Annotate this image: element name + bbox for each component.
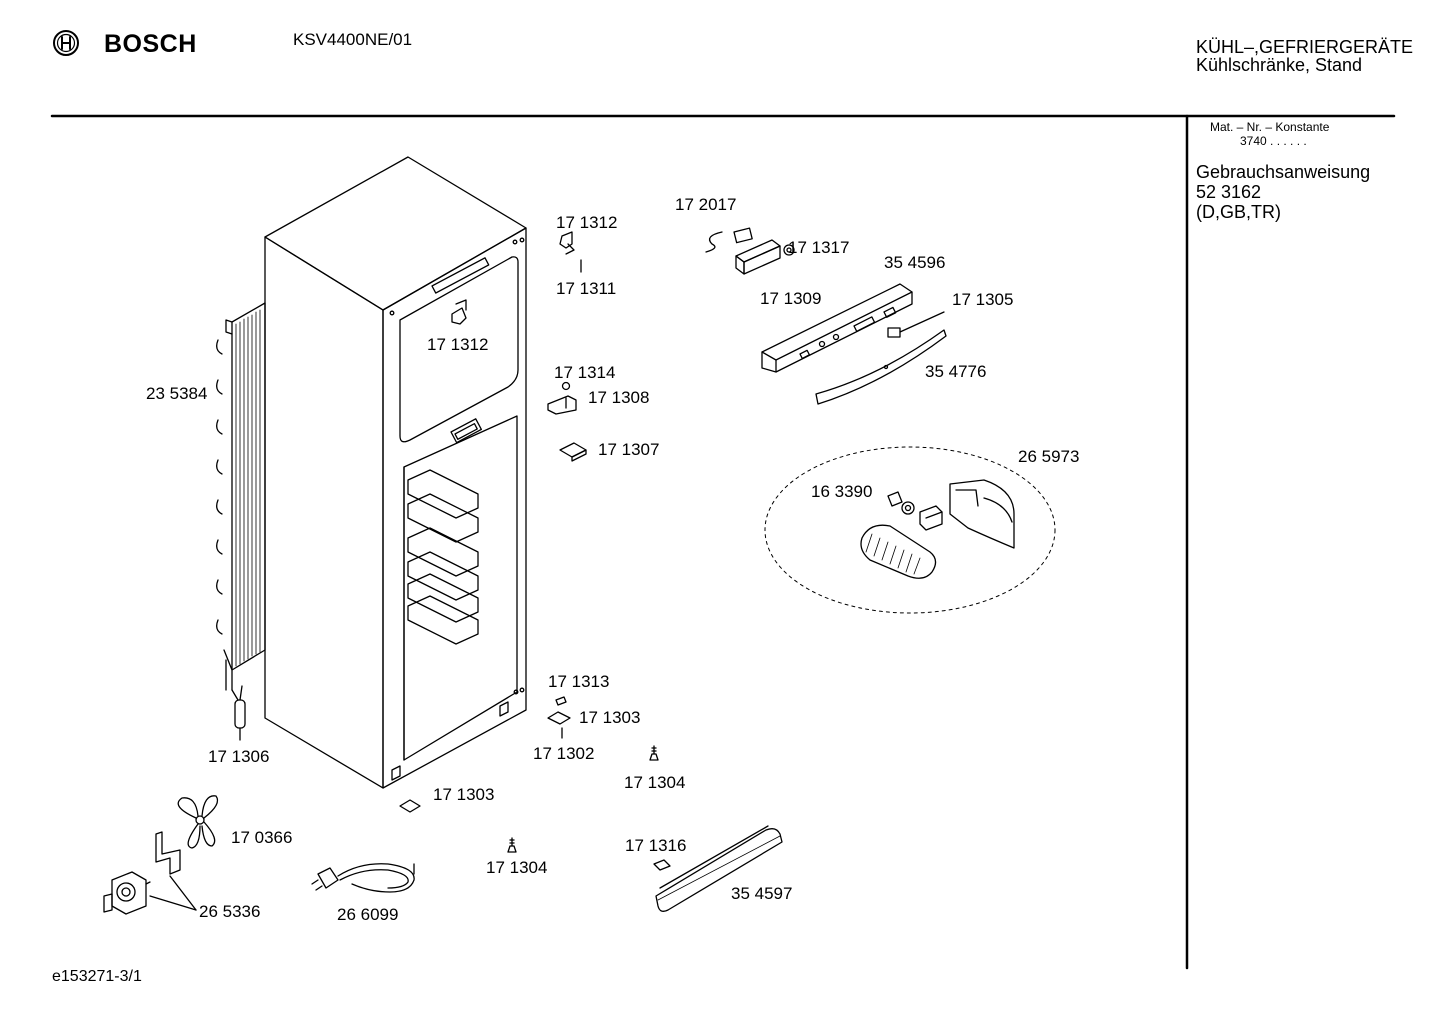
part-label-171306: 17 1306 [208, 747, 270, 766]
part-label-171317: 17 1317 [788, 238, 850, 257]
part-label-171302: 17 1302 [533, 744, 595, 763]
part-label-171304-b: 17 1304 [486, 858, 548, 877]
mat-nr-label: Mat. – Nr. – Konstante [1210, 120, 1330, 134]
plinth-cover [655, 825, 783, 912]
lamp-housing [949, 479, 1015, 549]
manual-languages: (D,GB,TR) [1196, 202, 1281, 222]
door-switch [559, 442, 587, 462]
part-label-171308: 17 1308 [588, 388, 650, 407]
part-label-265336: 26 5336 [199, 902, 261, 921]
part-label-354776: 35 4776 [925, 362, 987, 381]
part-label-171309: 17 1309 [760, 289, 822, 308]
trim-strip [815, 329, 947, 405]
model-number: KSV4400NE/01 [293, 30, 413, 49]
lamp-bulb [887, 491, 915, 515]
part-label-171311: 17 1311 [556, 279, 617, 298]
part-label-171312-mid: 17 1312 [427, 335, 489, 354]
part-label-171303-b: 17 1303 [433, 785, 495, 804]
part-label-170366: 17 0366 [231, 828, 293, 847]
indicator-lamp [887, 311, 945, 338]
lamp-socket [919, 505, 943, 531]
hinge-top [559, 231, 582, 273]
light-assembly-group [764, 446, 1056, 614]
part-label-171313: 17 1313 [548, 672, 610, 691]
category-line-2: Kühlschränke, Stand [1195, 55, 1363, 75]
control-panel [761, 283, 913, 373]
brand-name: BOSCH [104, 30, 197, 58]
bracket-171303-a [547, 711, 571, 739]
condenser-coil [216, 302, 266, 691]
dryer-filter [231, 685, 246, 741]
mat-nr-value: 3740 . . . . . . [1240, 134, 1307, 148]
fridge-cabinet [264, 156, 527, 789]
document-id: e153271-3/1 [52, 968, 142, 985]
power-cord [311, 863, 415, 893]
part-label-171305: 17 1305 [952, 290, 1014, 309]
bracket-171303-b [399, 799, 421, 813]
screw-171304-b [507, 837, 517, 853]
part-label-171314: 17 1314 [554, 363, 616, 382]
category-title: KÜHL–,GEFRIERGERÄTE Kühlschränke, Stand [1196, 38, 1413, 74]
screw-171304-a [649, 745, 659, 761]
fridge-shelves [407, 469, 479, 645]
part-label-171304-a: 17 1304 [624, 773, 686, 792]
fan-motor [103, 871, 197, 915]
manual-number: 52 3162 [1196, 182, 1262, 202]
part-label-265973: 26 5973 [1018, 447, 1080, 466]
part-label-235384: 23 5384 [146, 384, 208, 403]
bosch-logo-icon [53, 30, 79, 56]
category-line-1: KÜHL–,GEFRIERGERÄTE [1195, 37, 1413, 57]
part-label-172017: 17 2017 [675, 195, 737, 214]
fan-bracket [155, 831, 181, 875]
kick-plate-171316 [653, 859, 671, 871]
lamp-cover [860, 524, 937, 579]
thermostat-knob [547, 381, 577, 415]
part-label-171316: 17 1316 [625, 836, 687, 855]
thermostat-assembly [705, 227, 795, 275]
part-label-171303-a: 17 1303 [579, 708, 641, 727]
part-label-354597: 35 4597 [731, 884, 793, 903]
manual-title: Gebrauchsanweisung [1196, 162, 1371, 182]
part-label-171307: 17 1307 [598, 440, 660, 459]
hinge-middle [451, 299, 467, 325]
part-label-163390: 16 3390 [811, 482, 873, 501]
manual-info: Gebrauchsanweisung 52 3162 (D,GB,TR) [1196, 162, 1370, 222]
bracket-171313 [555, 696, 567, 706]
fan-blade [177, 795, 219, 849]
part-label-266099: 26 6099 [337, 905, 399, 924]
part-label-354596: 35 4596 [884, 253, 946, 272]
part-label-171312-top: 17 1312 [556, 213, 618, 232]
